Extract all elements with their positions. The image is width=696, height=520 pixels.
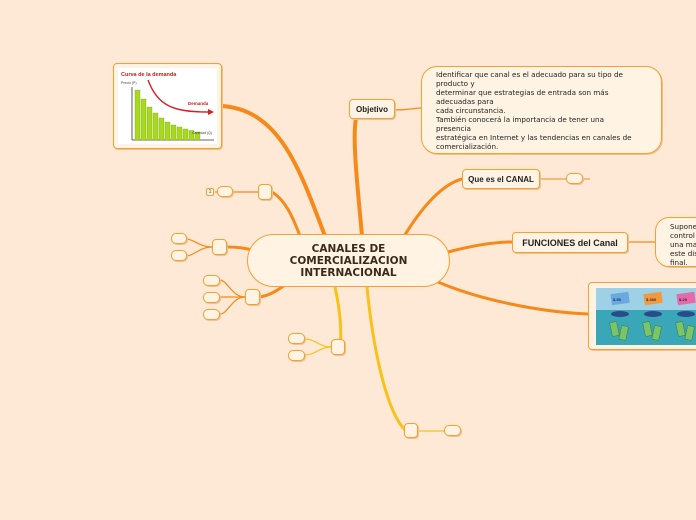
objetivo-text-line: determinar que estrategias de entrada so… [436, 88, 609, 97]
empty-subtopic-node[interactable] [203, 309, 220, 320]
funciones-text-line: control [670, 231, 695, 240]
objetivo-text-line: producto y [436, 79, 475, 88]
central-topic-line-1: CANALES DE [311, 242, 386, 255]
empty-subtopic-node[interactable] [171, 250, 187, 261]
objetivo-text-line: Identificar que canal es el adecuado par… [436, 70, 623, 79]
number-tag-label: 1 [208, 189, 212, 195]
empty-topic-node[interactable] [245, 289, 260, 305]
objetivo-text-line: estratégica en Internet y las tendencias… [436, 133, 632, 142]
demand-bar [140, 98, 147, 141]
funciones-text-line: una ma [670, 240, 696, 249]
demand-bar [134, 89, 141, 141]
price-sign [676, 291, 696, 306]
demand-curve-title: Curva de la demanda [121, 72, 177, 78]
demand-curve-ylabel: Precio (P) [121, 81, 137, 85]
que-es-canal-node[interactable]: Que es el CANAL [462, 169, 540, 189]
demand-bar [182, 128, 189, 141]
objetivo-text-line: adecuadas para [436, 97, 494, 106]
branch-objetivo [352, 116, 364, 238]
funciones-canal-node[interactable]: FUNCIONES del Canal [512, 232, 628, 253]
empty-subtopic-node[interactable] [217, 186, 233, 197]
boat-shape [677, 311, 695, 317]
empty-subtopic-node[interactable] [171, 233, 187, 244]
branch-bottom-mid [333, 285, 343, 349]
empty-subtopic-node[interactable] [288, 333, 305, 344]
price-sign-label: $-25 [679, 297, 688, 302]
objetivo-node[interactable]: Objetivo [349, 99, 395, 119]
objetivo-text-node[interactable]: Identificar que canal es el adecuado par… [421, 66, 662, 154]
empty-subtopic-node[interactable] [203, 275, 220, 286]
demand-curve-xlabel: Cantidad (Q) [192, 131, 212, 135]
empty-subtopic-node[interactable] [288, 350, 305, 361]
branch-que-es [401, 177, 464, 240]
empty-topic-node[interactable] [212, 239, 227, 255]
funciones-text-line: final. [670, 258, 688, 267]
empty-subtopic-node[interactable] [444, 425, 461, 436]
central-topic-line-3: INTERNACIONAL [300, 266, 397, 279]
banknote-shape [642, 321, 653, 337]
empty-subtopic-node[interactable] [203, 292, 220, 303]
que-es-canal-label: Que es el CANAL [468, 174, 534, 184]
demand-curve-bars [134, 89, 201, 141]
branch-chart-image [220, 104, 327, 238]
demand-bar [176, 126, 183, 141]
funciones-text-node[interactable]: Supone control una ma este dis final. [655, 217, 696, 267]
funciones-text-line: Supone [670, 222, 696, 231]
objetivo-text-line: comercialización. [436, 142, 499, 151]
empty-topic-node[interactable] [258, 184, 272, 200]
empty-subtopic-node[interactable] [566, 173, 583, 184]
branch-money-image [436, 280, 590, 316]
objetivo-text-line: También conocerá la importancia de tener… [436, 115, 605, 124]
demand-bar [146, 106, 153, 141]
banknote-shape [609, 321, 620, 337]
branch-bottom [365, 285, 407, 432]
objetivo-label: Objetivo [355, 104, 388, 114]
demand-bar [152, 112, 159, 141]
banknote-shape [675, 321, 686, 337]
objetivo-text-line: presencia [436, 124, 471, 133]
demand-curve-image-node[interactable]: Curva de la demanda Precio (P) Demanda C… [113, 63, 222, 149]
branch-left-1 [270, 190, 302, 238]
demand-curve-image: Curva de la demanda Precio (P) Demanda C… [118, 68, 217, 144]
empty-topic-node[interactable] [331, 339, 345, 355]
demand-bar [164, 121, 171, 141]
funciones-text-line: este dis [670, 249, 696, 258]
money-bags-image: $-50 $-300 $-25 [596, 288, 696, 345]
price-sign [610, 291, 630, 306]
banknote-shape [651, 325, 662, 341]
objetivo-text-line: cada circunstancia. [436, 106, 506, 115]
price-sign [643, 291, 663, 306]
demand-bar [170, 124, 177, 141]
central-topic[interactable]: CANALES DE COMERCIALIZACION INTERNACIONA… [247, 234, 450, 287]
demand-bar [194, 131, 201, 141]
boat-shape [611, 311, 629, 317]
central-topic-line-2: COMERCIALIZACION [289, 254, 408, 267]
banknote-shape [618, 325, 629, 341]
demand-bar [188, 130, 195, 141]
money-image-node[interactable]: $-50 $-300 $-25 [588, 282, 696, 350]
funciones-canal-label: FUNCIONES del Canal [522, 237, 618, 248]
money-signs: $-50 $-300 $-25 [609, 291, 696, 341]
demand-curve-series-label: Demanda [188, 101, 209, 106]
number-tag: 1 [206, 188, 214, 196]
banknote-shape [684, 325, 695, 341]
branch-funciones [446, 240, 514, 254]
price-sign-label: $-50 [613, 297, 622, 302]
price-sign-label: $-300 [646, 297, 657, 302]
boat-shape [644, 311, 662, 317]
demand-bar [158, 117, 165, 141]
empty-topic-node[interactable] [404, 423, 418, 438]
